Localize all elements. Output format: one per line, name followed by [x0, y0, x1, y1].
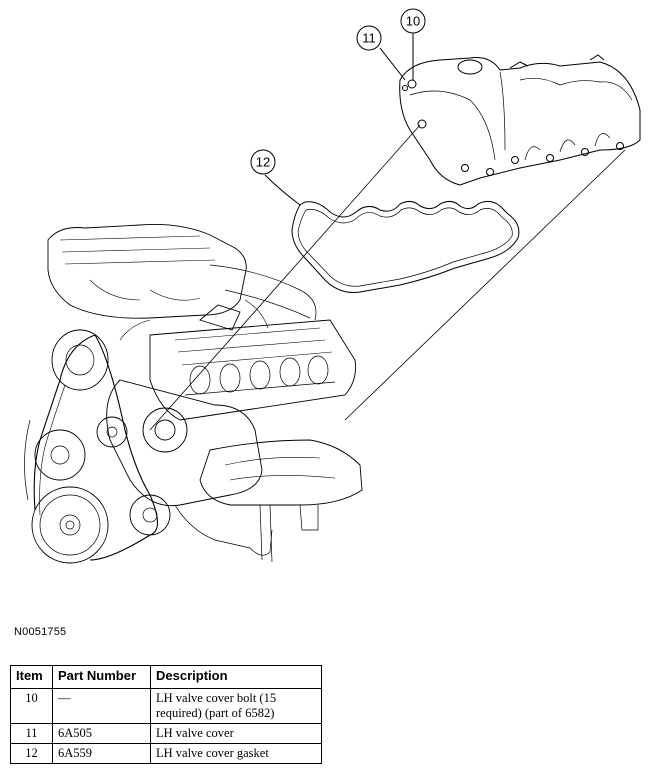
- table-row: 12 6A559 LH valve cover gasket: [10, 743, 322, 764]
- callout-10: 10: [400, 8, 426, 34]
- cell-item: 10: [10, 688, 53, 724]
- cell-part-number: 6A559: [52, 743, 151, 764]
- cell-item: 12: [10, 743, 53, 764]
- engine-illustration: 10 11 12: [24, 8, 641, 564]
- header-description: Description: [150, 665, 322, 689]
- callout-12: 12: [250, 149, 276, 175]
- leader-line-right: [344, 149, 626, 421]
- engine-block: [24, 224, 363, 564]
- header-part-number: Part Number: [52, 665, 151, 689]
- callout-11: 11: [356, 25, 382, 51]
- svg-text:10: 10: [406, 14, 420, 29]
- table-row: 11 6A505 LH valve cover: [10, 723, 322, 744]
- parts-table: Item Part Number Description 10 — LH val…: [10, 665, 322, 764]
- table-row: 10 — LH valve cover bolt (15 required) (…: [10, 688, 322, 724]
- callout-12-leader: [264, 174, 301, 206]
- cell-item: 11: [10, 723, 53, 744]
- table-header-row: Item Part Number Description: [10, 665, 322, 689]
- callout-11-leader: [379, 47, 406, 81]
- cell-part-number: —: [52, 688, 151, 724]
- svg-text:11: 11: [362, 31, 376, 46]
- valve-cover-gasket: [291, 200, 520, 293]
- svg-text:12: 12: [256, 155, 270, 170]
- cell-description: LH valve cover: [150, 723, 322, 744]
- valve-cover: [399, 54, 641, 186]
- figure-id: N0051755: [14, 626, 67, 638]
- leader-line-left: [149, 124, 421, 431]
- cell-description: LH valve cover bolt (15 required) (part …: [150, 688, 322, 724]
- cell-part-number: 6A505: [52, 723, 151, 744]
- cell-description: LH valve cover gasket: [150, 743, 322, 764]
- header-item: Item: [10, 665, 53, 689]
